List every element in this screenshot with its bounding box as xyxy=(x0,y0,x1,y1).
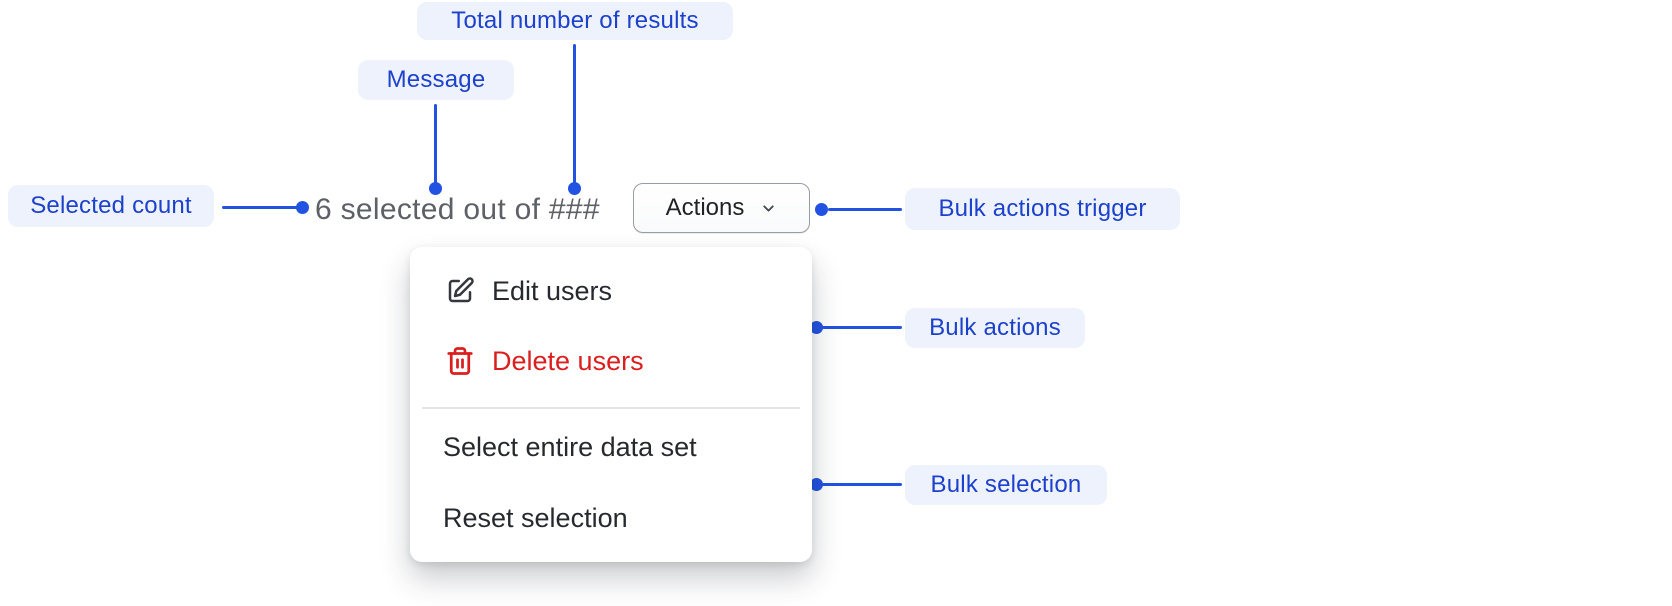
menu-item-edit-users-label: Edit users xyxy=(492,275,613,306)
connector-line-message xyxy=(434,104,437,183)
menu-item-reset-selection-label: Reset selection xyxy=(443,502,628,533)
annotation-message: Message xyxy=(358,60,514,100)
connector-dot-message xyxy=(429,182,442,195)
annotation-bulk-actions: Bulk actions xyxy=(905,308,1085,348)
connector-line-bulk-actions xyxy=(822,326,902,329)
connector-dot-total-results xyxy=(568,182,581,195)
selected-count-message: 6 selected out of ### xyxy=(315,192,600,228)
annotation-message-label: Message xyxy=(386,66,486,93)
bulk-actions-trigger-button[interactable]: Actions xyxy=(633,183,810,233)
menu-item-reset-selection[interactable]: Reset selection xyxy=(427,490,795,546)
connector-dot-selected-count xyxy=(296,201,309,214)
menu-item-select-entire-data-set-label: Select entire data set xyxy=(443,431,697,462)
annotation-bulk-actions-trigger: Bulk actions trigger xyxy=(905,188,1180,230)
bulk-actions-menu xyxy=(410,247,812,562)
annotation-bulk-selection-label: Bulk selection xyxy=(930,471,1082,498)
menu-item-edit-users[interactable]: Edit users xyxy=(427,263,795,319)
annotation-total-results: Total number of results xyxy=(417,2,733,40)
menu-item-select-entire-data-set[interactable]: Select entire data set xyxy=(427,419,795,475)
connector-line-bulk-actions-trigger xyxy=(828,208,902,211)
annotation-selected-count-label: Selected count xyxy=(30,192,192,219)
connector-dot-bulk-actions-trigger xyxy=(815,203,828,216)
annotation-total-results-label: Total number of results xyxy=(451,7,699,34)
annotation-bulk-selection: Bulk selection xyxy=(905,465,1107,505)
connector-line-total-results xyxy=(573,44,576,183)
annotation-selected-count: Selected count xyxy=(8,185,214,227)
trash-icon xyxy=(445,346,475,376)
connector-dot-bulk-selection xyxy=(810,478,823,491)
bulk-actions-trigger-button-label: Actions xyxy=(665,194,745,221)
chevron-down-icon xyxy=(760,200,777,217)
edit-icon xyxy=(445,276,475,306)
connector-line-selected-count xyxy=(222,206,298,209)
menu-divider xyxy=(422,407,800,409)
annotation-bulk-actions-trigger-label: Bulk actions trigger xyxy=(938,195,1147,222)
menu-item-delete-users-label: Delete users xyxy=(492,345,644,376)
connector-line-bulk-selection xyxy=(822,483,902,486)
connector-dot-bulk-actions xyxy=(810,321,823,334)
annotation-bulk-actions-label: Bulk actions xyxy=(929,314,1061,341)
selected-count-message-text: 6 selected out of ### xyxy=(315,193,600,226)
menu-item-delete-users[interactable]: Delete users xyxy=(427,333,795,389)
